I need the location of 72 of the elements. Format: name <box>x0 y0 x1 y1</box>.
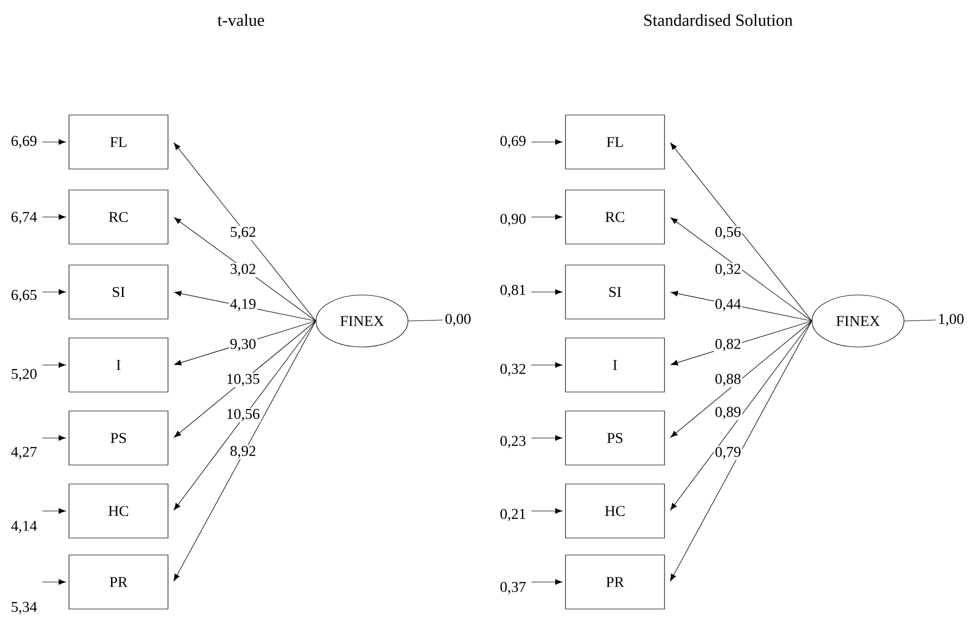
observed-variable-box: RC <box>565 190 665 244</box>
error-value: 0,90 <box>500 214 526 226</box>
observed-variable-box: PS <box>68 410 168 466</box>
variance-line <box>904 320 936 322</box>
error-value: 0,21 <box>500 508 526 522</box>
error-arrow <box>531 579 562 585</box>
error-value: 5,34 <box>12 602 37 614</box>
error-value: 4,27 <box>11 446 37 460</box>
variance-value: 0,00 <box>445 314 471 326</box>
observed-variable-box: PS <box>565 410 665 466</box>
edge-label: 8,92 <box>228 444 258 460</box>
edge-label: 0,88 <box>714 372 742 388</box>
observed-variable-box: RC <box>68 190 168 244</box>
variance-line <box>408 320 443 322</box>
edge-label: 10,56 <box>225 408 261 422</box>
observed-variable-box: I <box>68 338 168 392</box>
edge-label: 4,19 <box>228 298 258 312</box>
error-value: 0,32 <box>500 364 526 376</box>
observed-variable-box: I <box>565 338 665 392</box>
loading-arrow <box>174 320 316 582</box>
error-arrow <box>531 435 562 441</box>
observed-variable-box: PR <box>565 554 665 610</box>
observed-variable-box: HC <box>565 484 665 538</box>
error-arrow <box>531 139 562 145</box>
variance-value: 1,00 <box>939 314 964 326</box>
loading-arrow <box>174 142 316 322</box>
loading-arrow <box>670 320 812 510</box>
loading-arrow <box>174 320 316 438</box>
observed-variable-box: FL <box>565 114 665 170</box>
edge-label: 0,82 <box>714 338 742 352</box>
error-arrow <box>42 214 66 220</box>
observed-variable-box: SI <box>68 264 168 320</box>
panel-title: Standardised Solution <box>644 14 793 26</box>
observed-variable-box: SI <box>565 264 665 320</box>
edge-label: 9,30 <box>228 338 258 352</box>
edge-label: 3,02 <box>228 262 258 278</box>
loading-arrow <box>174 217 316 322</box>
observed-variable-box: PR <box>68 554 168 610</box>
error-arrow <box>42 289 66 295</box>
error-value: 4,14 <box>11 520 37 534</box>
observed-variable-box: HC <box>68 484 168 538</box>
loading-arrow <box>174 320 316 510</box>
loading-arrow <box>670 217 812 322</box>
edge-label: 0,79 <box>714 446 742 460</box>
edge-label: 0,44 <box>714 298 742 312</box>
edge-label: 0,89 <box>714 406 742 420</box>
error-value: 0,69 <box>500 136 526 148</box>
error-value: 6,69 <box>12 136 37 148</box>
error-value: 6,74 <box>12 212 37 224</box>
error-value: 0,23 <box>500 436 526 448</box>
edge-label: 0,32 <box>714 262 742 278</box>
edge-label: 0,56 <box>714 226 742 240</box>
edge-label: 5,62 <box>228 226 258 240</box>
error-arrow <box>531 508 562 514</box>
loading-arrow <box>670 142 812 322</box>
error-value: 6,65 <box>12 290 37 302</box>
error-arrow <box>531 214 562 220</box>
error-arrow <box>42 508 66 514</box>
panel-title: t-value <box>218 14 264 26</box>
error-arrow <box>531 362 562 368</box>
error-arrow <box>42 139 66 145</box>
error-value: 5,20 <box>12 368 37 382</box>
error-arrow <box>42 362 66 368</box>
error-arrow <box>531 289 562 295</box>
edge-label: 10,35 <box>225 372 261 388</box>
error-arrow <box>42 579 66 585</box>
loading-arrow <box>670 320 812 438</box>
error-value: 0,81 <box>500 284 526 298</box>
observed-variable-box: FL <box>68 114 168 170</box>
error-arrow <box>42 435 66 441</box>
loading-arrow <box>670 320 812 582</box>
error-value: 0,37 <box>500 582 526 594</box>
